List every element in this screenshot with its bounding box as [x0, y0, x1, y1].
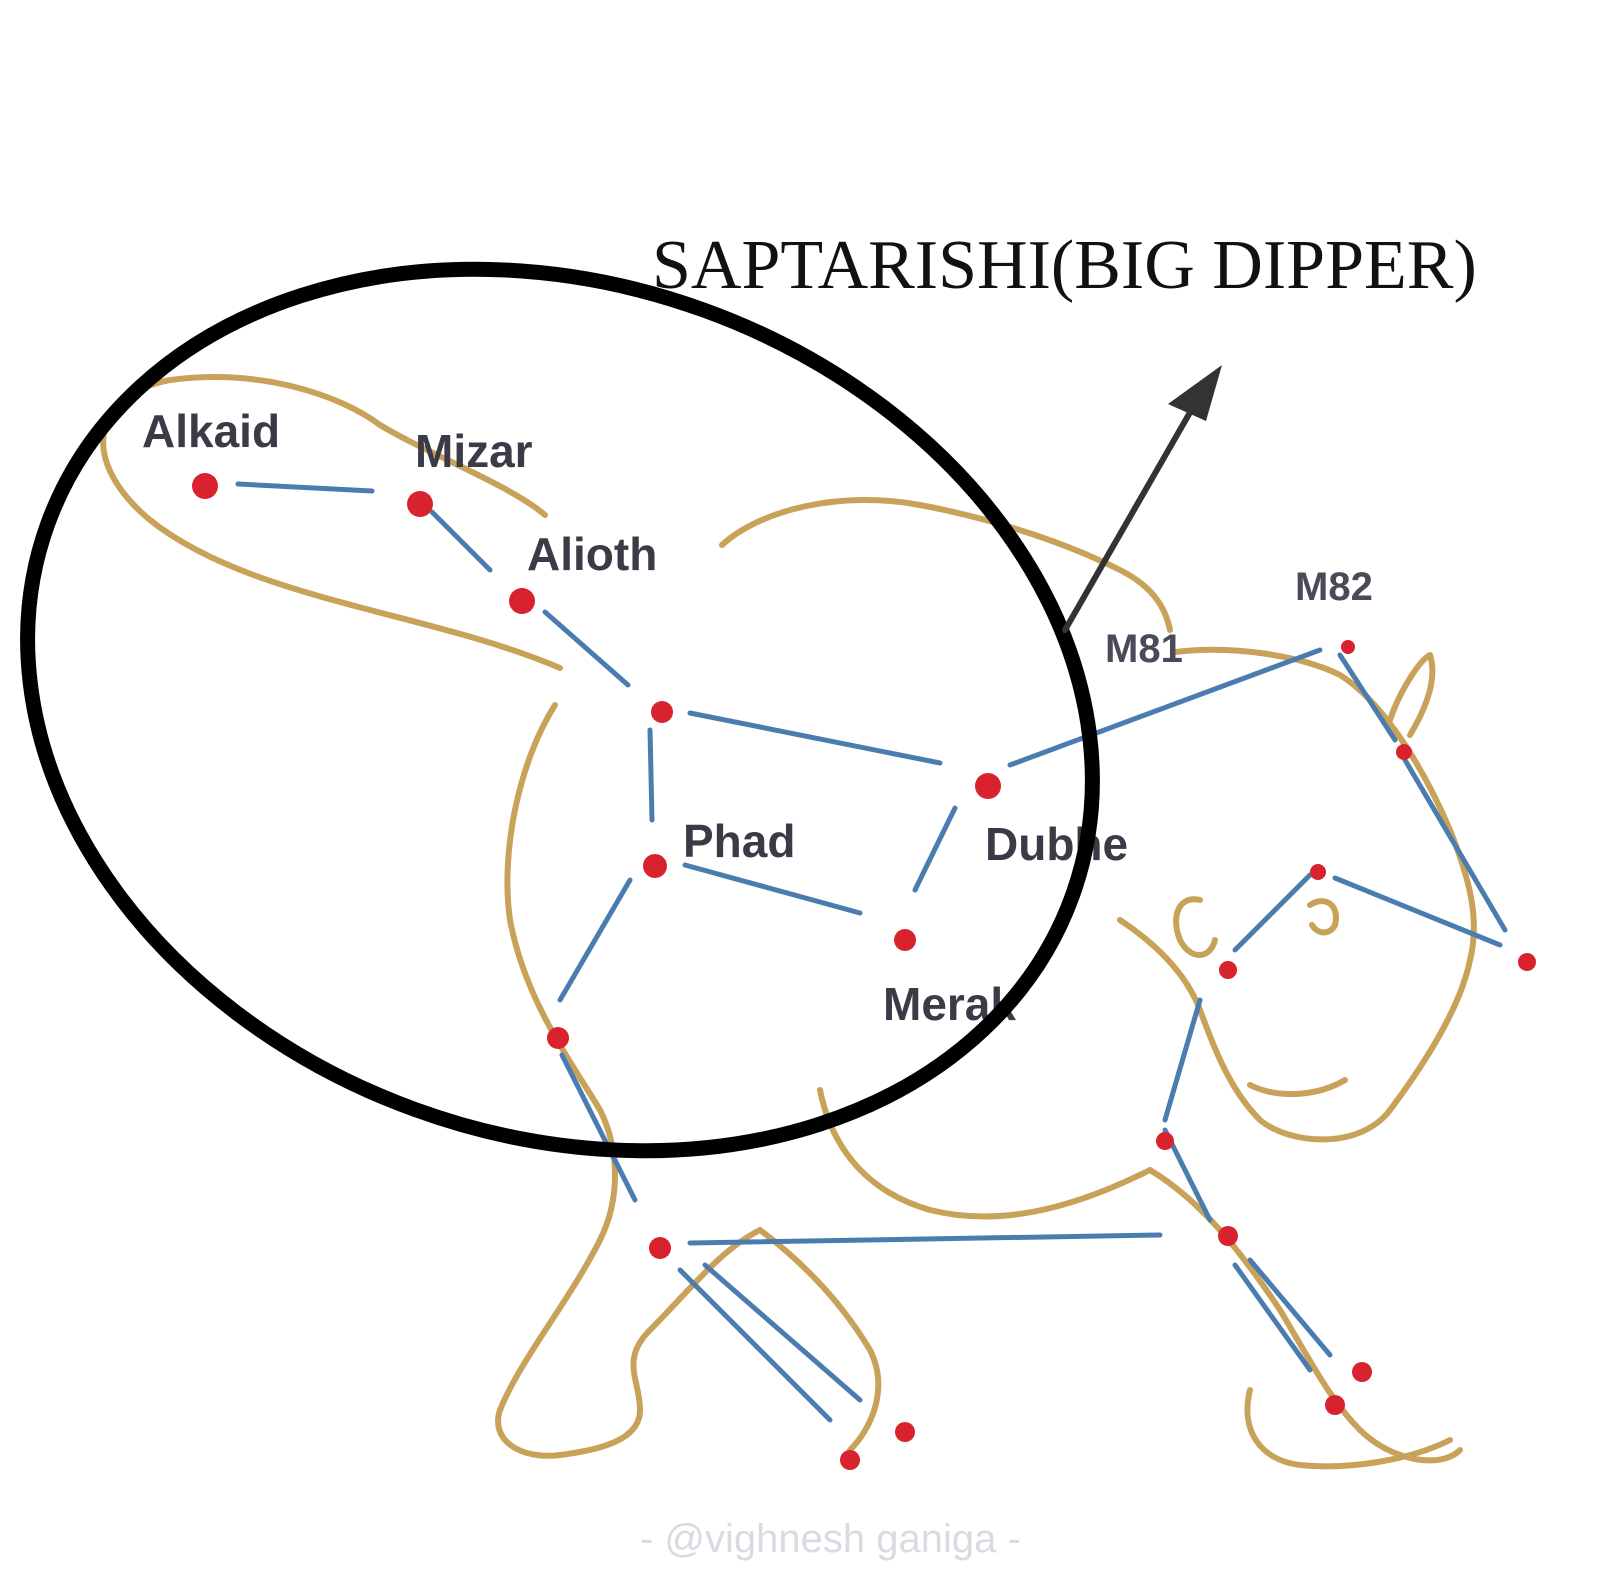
line-alioth-megrez	[542, 609, 631, 688]
star-head-1	[1396, 744, 1412, 760]
arrow-shaft	[1062, 392, 1203, 633]
stars	[192, 473, 1536, 1470]
line-knee-knee	[687, 1232, 1163, 1246]
star-front-paw-1	[840, 1450, 860, 1470]
line-phad-merak	[682, 862, 863, 916]
label-phad: Phad	[683, 815, 795, 867]
bear-eye	[1307, 898, 1339, 936]
bear-ear	[1387, 652, 1436, 738]
constellation-lines	[235, 481, 1508, 1423]
line-hind-paw-1	[1232, 1262, 1313, 1373]
line-dubhe-head	[1007, 647, 1323, 768]
bear-back-foot	[1244, 1387, 1453, 1470]
line-leg-knee	[559, 1052, 638, 1203]
bear-outline	[100, 374, 1477, 1470]
line-mizar-alioth	[429, 509, 493, 573]
star-eye	[1219, 961, 1237, 979]
star-nose	[1518, 953, 1536, 971]
label-mizar: Mizar	[415, 425, 533, 477]
line-megrez-phad	[647, 727, 655, 823]
star-dubhe	[975, 773, 1001, 799]
line-hind-paw-2	[1247, 1257, 1333, 1358]
line-front-paw-2	[702, 1262, 863, 1403]
diagram-title: SAPTARISHI(BIG DIPPER)	[652, 227, 1477, 304]
line-megrez-dubhe	[687, 710, 943, 766]
line-phad-leg	[557, 877, 633, 1003]
bear-belly	[817, 1087, 1153, 1220]
star-hind-paw-1	[1325, 1395, 1345, 1415]
arrow-head	[1168, 365, 1222, 421]
star-m82	[1341, 640, 1355, 654]
line-head-3	[1332, 875, 1503, 948]
star-alkaid	[192, 473, 218, 499]
bear-nose-top	[1173, 896, 1218, 958]
pointer-arrow	[1062, 365, 1222, 633]
highlight-ellipse	[20, 261, 1100, 1159]
star-hind-paw-2	[1352, 1362, 1372, 1382]
star-merak	[894, 929, 916, 951]
bear-hind-leg-2	[1147, 1167, 1463, 1464]
star-front-paw-2	[895, 1422, 915, 1442]
line-head-1	[1337, 652, 1398, 743]
star-megrez	[651, 701, 673, 723]
bear-hind-leg-1	[757, 1227, 882, 1453]
label-m81: M81	[1105, 627, 1183, 671]
bear-body-left	[497, 702, 618, 1413]
bear-head	[1117, 646, 1477, 1143]
star-labels: Alkaid Mizar Alioth Phad Dubhe Merak M81…	[142, 405, 1373, 1030]
label-m82: M82	[1295, 565, 1373, 609]
bear-snout	[1247, 1077, 1348, 1097]
line-dubhe-merak	[912, 805, 958, 893]
line-alkaid-mizar	[235, 481, 375, 494]
line-head-4	[1232, 872, 1313, 953]
star-front-knee	[649, 1237, 671, 1259]
line-front-paw-1	[677, 1267, 833, 1423]
label-alioth: Alioth	[527, 528, 657, 580]
label-alkaid: Alkaid	[142, 405, 280, 457]
line-neck-knee	[1162, 997, 1203, 1123]
line-head-2	[1402, 757, 1508, 933]
label-dubhe: Dubhe	[985, 818, 1128, 870]
star-hind-knee	[1218, 1226, 1238, 1246]
watermark: - @vighnesh ganiga -	[640, 1517, 1021, 1561]
star-leg-upper	[547, 1027, 569, 1049]
star-hind-upper	[1156, 1132, 1174, 1150]
star-alioth	[509, 588, 535, 614]
star-mizar	[407, 491, 433, 517]
star-head-2	[1310, 864, 1326, 880]
star-phad	[643, 854, 667, 878]
